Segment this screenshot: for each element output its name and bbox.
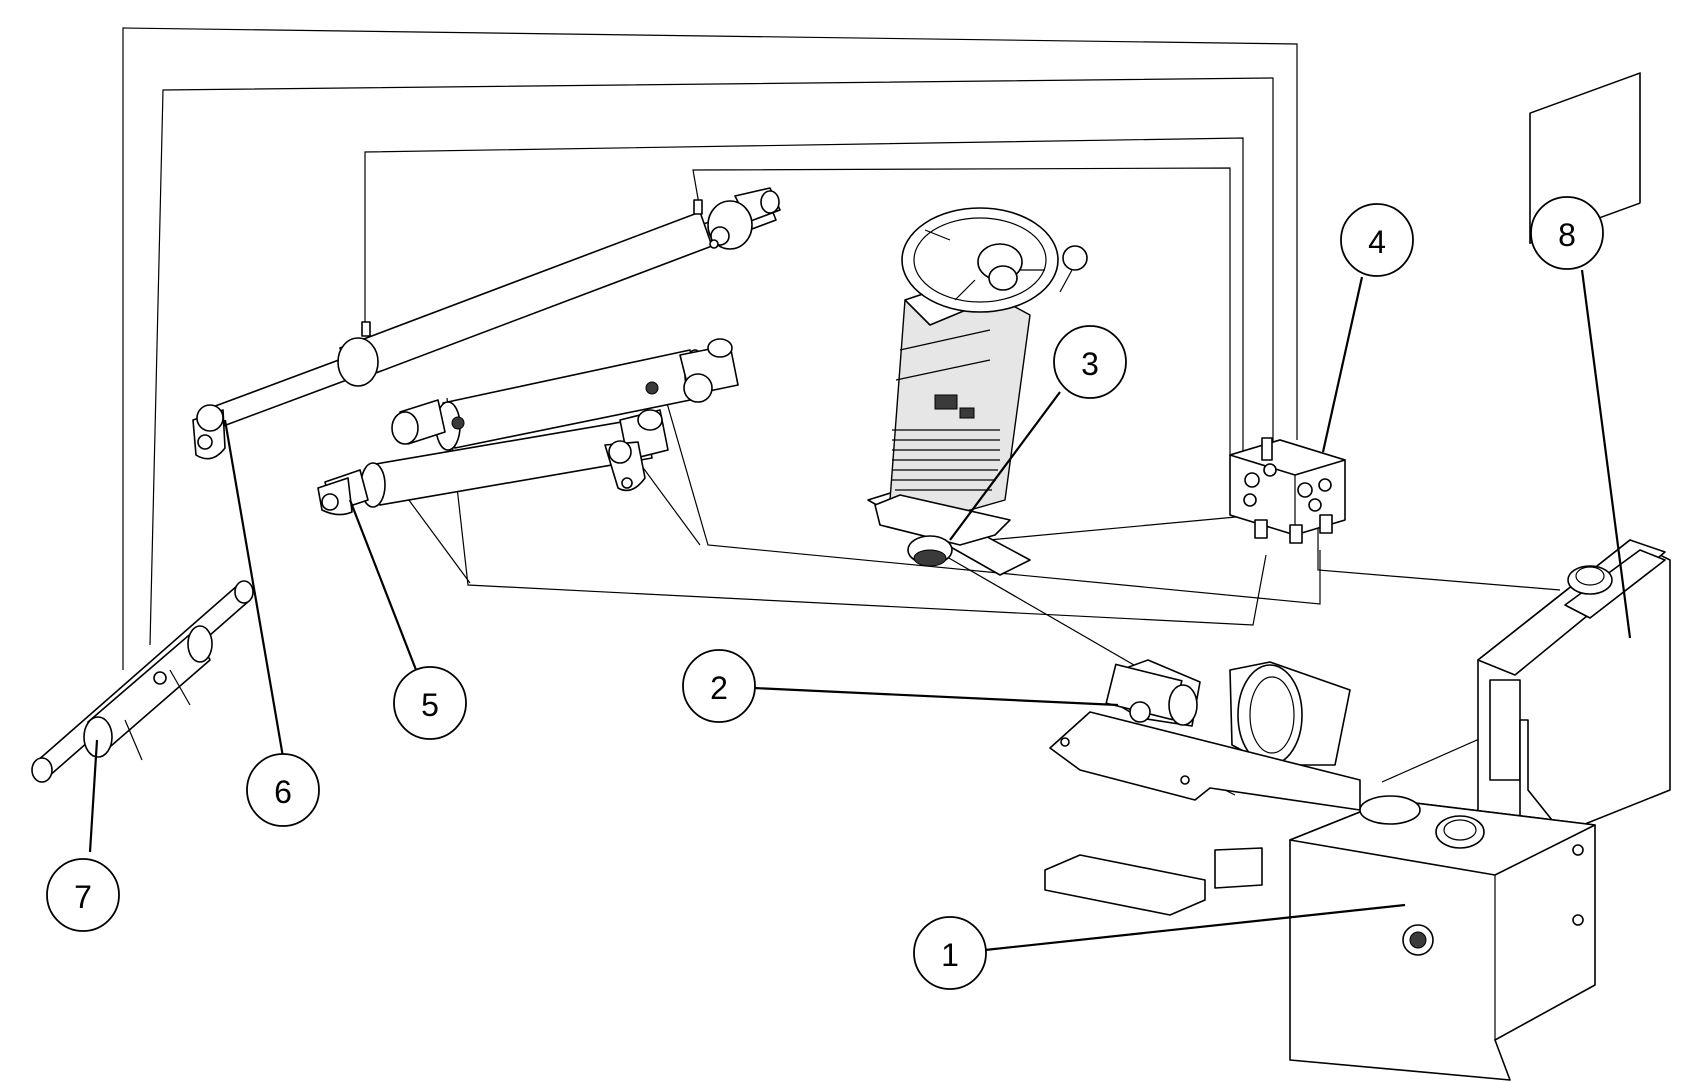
callout-7-number: 7 [74, 879, 92, 915]
callout-2-number: 2 [710, 670, 728, 706]
frame-plate [1049, 711, 1361, 811]
mounting-brackets [1044, 847, 1263, 916]
lift-cylinder-lower [317, 409, 669, 516]
oil-cooler [1477, 72, 1671, 851]
hydraulic-pump [1105, 659, 1201, 727]
callout-6: 6 [246, 753, 320, 827]
callout-6-number: 6 [274, 774, 292, 810]
steering-cylinder [31, 580, 254, 783]
callout-4: 4 [1340, 203, 1414, 277]
callout-8-number: 8 [1558, 217, 1576, 253]
callout-4-number: 4 [1368, 224, 1386, 260]
callout-2: 2 [682, 649, 756, 723]
callout-8: 8 [1530, 196, 1604, 270]
steering-unit [867, 207, 1088, 576]
bellows [892, 429, 1000, 491]
lift-cylinder-upper [391, 338, 739, 451]
callout-7: 7 [46, 858, 120, 932]
bellhousing [1229, 661, 1351, 766]
callout-1: 1 [913, 916, 987, 990]
control-valve [1229, 437, 1346, 544]
hydraulic-hoses [122, 27, 1591, 796]
callout-5: 5 [393, 666, 467, 740]
callout-3: 3 [1053, 325, 1127, 399]
hydraulic-tank [1289, 795, 1596, 1081]
callout-5-number: 5 [421, 687, 439, 723]
callout-3-number: 3 [1081, 346, 1099, 382]
steering-wheel [901, 207, 1088, 313]
tilt-cylinder [192, 187, 781, 460]
callout-leaders [88, 269, 1632, 952]
callout-1-number: 1 [941, 937, 959, 973]
